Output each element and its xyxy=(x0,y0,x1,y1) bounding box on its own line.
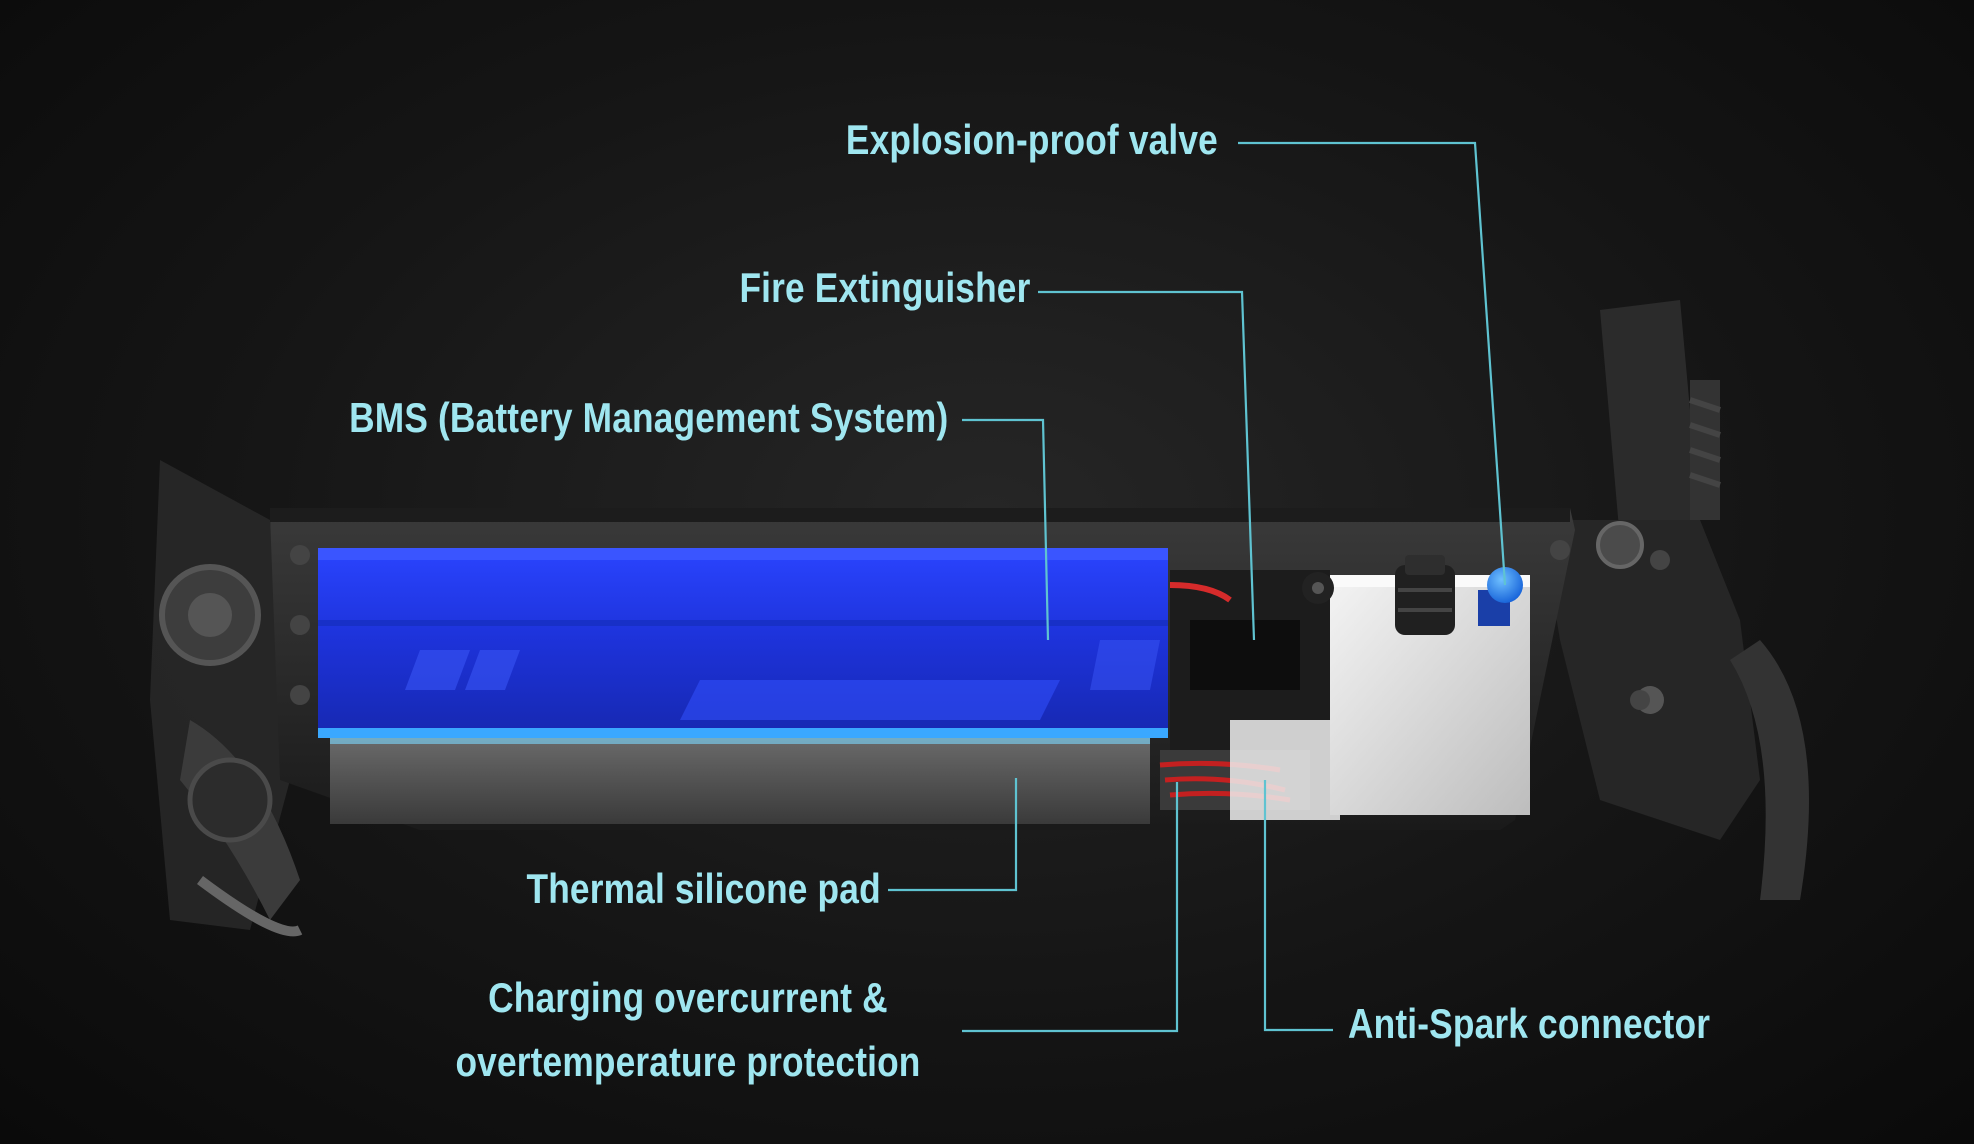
leader-explosion-valve xyxy=(1238,141,1507,586)
anti-spark-connector xyxy=(1395,555,1455,635)
leader-thermal-pad xyxy=(888,778,1018,892)
rear-suspension-assembly xyxy=(1540,300,1809,900)
label-thermal-silicone-pad: Thermal silicone pad xyxy=(526,865,881,912)
leader-bms xyxy=(962,418,1050,641)
label-fire-extinguisher: Fire Extinguisher xyxy=(738,264,1030,311)
label-bms: BMS (Battery Management System) xyxy=(348,394,948,441)
label-charging-protection-line1: Charging overcurrent & xyxy=(488,974,888,1021)
leader-lines xyxy=(888,141,1507,1033)
label-charging-protection-line2: overtemperature protection xyxy=(455,1038,921,1085)
label-explosion-proof-valve: Explosion-proof valve xyxy=(845,116,1218,163)
battery-pack xyxy=(318,548,1168,738)
leader-fire-extinguisher xyxy=(1038,290,1256,641)
label-anti-spark-connector: Anti-Spark connector xyxy=(1348,1000,1711,1047)
thermal-silicone-pad xyxy=(330,738,1150,824)
front-fork-assembly xyxy=(150,460,303,937)
leader-anti-spark xyxy=(1263,780,1333,1032)
bms-module xyxy=(1159,570,1340,820)
leader-charging-protection xyxy=(962,782,1179,1033)
